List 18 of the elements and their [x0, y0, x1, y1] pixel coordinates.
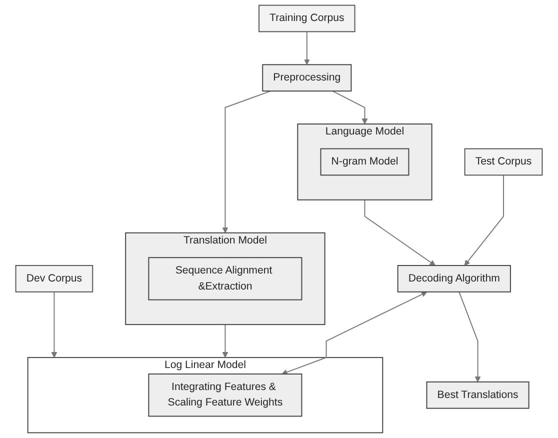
arrow [51, 291, 58, 358]
node-box: Decoding Algorithm [397, 265, 511, 292]
node-box: Training Corpus [258, 4, 356, 32]
arrow [332, 90, 368, 124]
node-box: Dev Corpus [15, 265, 94, 292]
node-box: Preprocessing [262, 64, 352, 92]
arrow [458, 291, 481, 382]
node-box: Best Translations [426, 381, 530, 409]
node-box: Test Corpus [464, 148, 543, 176]
arrow [222, 90, 272, 234]
node-box: N-gram Model [320, 148, 410, 176]
arrow [464, 174, 504, 266]
arrow [304, 31, 310, 65]
arrow [222, 324, 228, 358]
arrow [282, 292, 428, 375]
node-box: Integrating Features & Scaling Feature Weights [148, 374, 302, 417]
arrow [364, 199, 436, 266]
node-box: Sequence Alignment &Extraction [148, 257, 302, 300]
